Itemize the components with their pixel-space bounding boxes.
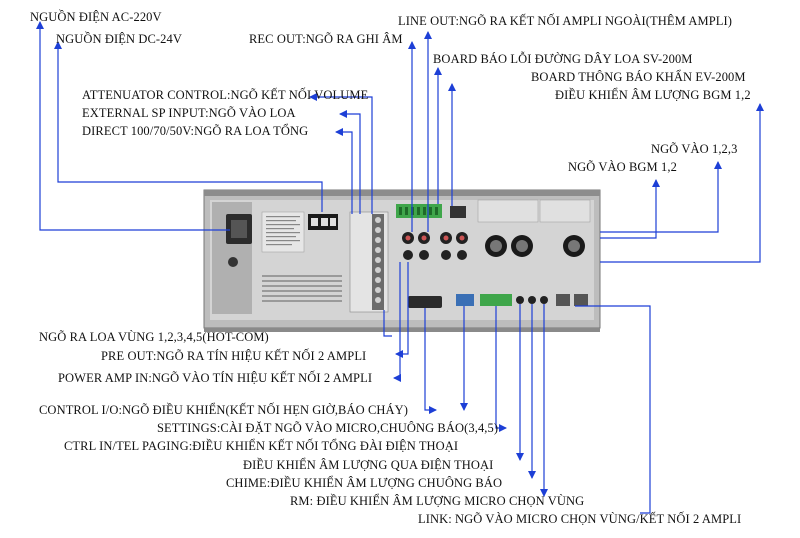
line-bgm-in (600, 179, 660, 239)
label-control-io: CONTROL I/O:NGÕ ĐIỀU KHIỂN(KẾT NỐI HẸN G… (39, 403, 409, 417)
label-ctrl-in: CTRL IN/TEL PAGING:ĐIỀU KHIỂN KẾT NỐI TỔ… (64, 439, 459, 453)
speaker-terminal-strip (349, 211, 389, 313)
label-board-ev: BOARD THÔNG BÁO KHẨN EV-200M (531, 70, 746, 84)
label-pre-out: PRE OUT:NGÕ RA TÍN HIỆU KẾT NỐI 2 AMPLI (101, 349, 367, 363)
line-power-amp-in (393, 262, 401, 382)
label-rm: RM: ĐIỀU KHIỂN ÂM LƯỢNG MICRO CHỌN VÙNG (290, 494, 585, 508)
label-line-out: LINE OUT:NGÕ RA KẾT NỐI AMPLI NGOÀI(THÊM… (398, 14, 733, 28)
green-terminal-block (396, 204, 442, 218)
line-ctrl-in (495, 306, 507, 432)
dc-terminal (308, 214, 338, 230)
label-tel-vol: ĐIỀU KHIỂN ÂM LƯỢNG QUA ĐIỆN THOẠI (243, 458, 494, 472)
line-pre-out (395, 262, 409, 358)
line-control-io (424, 308, 437, 414)
label-zone-out: NGÕ RA LOA VÙNG 1,2,3,4,5(HOT-COM) (39, 330, 269, 344)
label-rec-out: REC OUT:NGÕ RA GHI ÂM (249, 32, 403, 46)
label-power-amp-in: POWER AMP IN:NGÕ VÀO TÍN HIỆU KẾT NỐI 2 … (58, 371, 373, 385)
label-chime: CHIME:ĐIỀU KHIỂN ÂM LƯỢNG CHUÔNG BÁO (226, 476, 503, 490)
line-ext-sp (339, 110, 361, 214)
rca-jacks (402, 232, 468, 260)
label-bgm-in: NGÕ VÀO BGM 1,2 (568, 160, 677, 174)
label-settings: SETTINGS:CÀI ĐẶT NGÕ VÀO MICRO,CHUÔNG BÁ… (157, 421, 499, 435)
line-link (575, 305, 651, 514)
label-power-ac: NGUỒN ĐIỆN AC-220V (30, 10, 162, 24)
line-attenuator (309, 93, 373, 214)
xlr-inputs (485, 235, 585, 257)
ac-inlet (226, 214, 252, 244)
line-power-ac (36, 21, 230, 231)
label-board-sv: BOARD BÁO LỖI ĐƯỜNG DÂY LOA SV-200M (433, 52, 693, 66)
line-direct (335, 128, 353, 214)
line-bgm-vol (600, 103, 764, 263)
line-zone-out (383, 310, 392, 337)
line-power-dc (54, 41, 323, 212)
label-attenuator: ATTENUATOR CONTROL:NGÕ KẾT NỐI VOLUME (82, 88, 369, 102)
label-direct: DIRECT 100/70/50V:NGÕ RA LOA TỔNG (82, 124, 309, 138)
label-power-dc: NGUỒN ĐIỆN DC-24V (56, 32, 182, 46)
label-input-123: NGÕ VÀO 1,2,3 (651, 142, 738, 156)
label-bgm-vol: ĐIỀU KHIỂN ÂM LƯỢNG BGM 1,2 (555, 88, 751, 102)
line-input-123 (600, 161, 722, 233)
label-link: LINK: NGÕ VÀO MICRO CHỌN VÙNG/KẾT NỐI 2 … (418, 512, 742, 526)
label-ext-sp: EXTERNAL SP INPUT:NGÕ VÀO LOA (82, 106, 296, 120)
